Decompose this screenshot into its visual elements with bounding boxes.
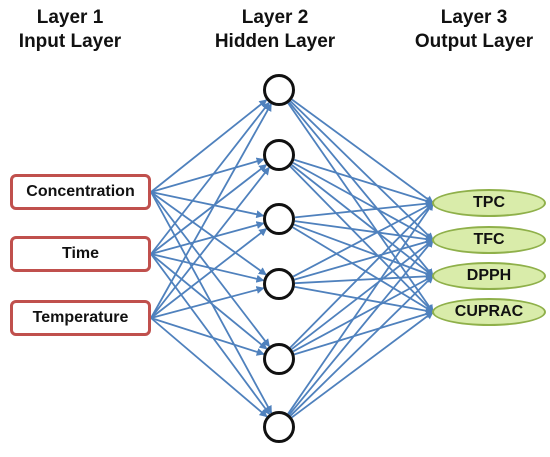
connection-arrow (150, 157, 265, 193)
connection-arrow (289, 275, 434, 417)
output-node-tpc: TPC (432, 189, 546, 217)
layer-1-subtitle: Input Layer (18, 31, 122, 52)
layer-3-header: Layer 3 Output Layer (398, 6, 550, 54)
output-node-cuprac: CUPRAC (432, 298, 546, 326)
connection-arrow (150, 228, 268, 319)
hidden-node (263, 268, 295, 300)
connection-arrow (289, 165, 434, 313)
layer-3-subtitle: Output Layer (414, 31, 534, 52)
connection-arrow (294, 272, 434, 285)
layer-1-header: Layer 1 Input Layer (0, 6, 140, 54)
connection-arrow (294, 310, 434, 356)
connection-arrow (150, 191, 270, 348)
connection-arrow (150, 317, 265, 356)
connection-arrow (150, 191, 267, 276)
connection-arrow (292, 202, 434, 278)
connection-arrow (150, 317, 268, 418)
connection-arrow (289, 202, 434, 349)
connection-arrow (150, 221, 265, 255)
connection-arrow (291, 98, 434, 204)
connection-arrow (287, 202, 434, 415)
connection-arrow (292, 161, 434, 241)
hidden-node (263, 343, 295, 375)
connection-arrow (150, 164, 268, 255)
connection-arrow (294, 158, 434, 205)
output-node-dpph: DPPH (432, 262, 546, 290)
connection-arrow (150, 253, 268, 350)
connection-arrow (150, 99, 268, 193)
connection-arrow (150, 191, 265, 219)
layer-2-header: Layer 2 Hidden Layer (200, 6, 350, 54)
connection-arrow (294, 199, 434, 219)
connection-arrow (150, 286, 265, 319)
connection-arrow (287, 102, 434, 313)
connection-arrow (150, 253, 271, 415)
hidden-node (263, 203, 295, 235)
connection-arrow (291, 239, 434, 350)
input-node-time: Time (10, 236, 151, 272)
connection-arrow (289, 100, 434, 241)
connection-arrow (150, 103, 272, 319)
layer-3-name: Layer 3 (440, 7, 508, 28)
connection-arrow (294, 238, 434, 281)
hidden-node (263, 139, 295, 171)
connection-arrow (294, 285, 434, 315)
connection-arrow (291, 311, 434, 419)
connection-arrow (150, 166, 270, 319)
connection-arrow (150, 101, 270, 255)
hidden-node (263, 411, 295, 443)
input-node-temperature: Temperature (10, 300, 151, 336)
layer-2-subtitle: Hidden Layer (214, 31, 336, 52)
hidden-node (263, 74, 295, 106)
input-node-concentration: Concentration (10, 174, 151, 210)
connection-arrow (150, 253, 265, 283)
output-node-tfc: TFC (432, 226, 546, 254)
layer-2-name: Layer 2 (241, 7, 309, 28)
connection-arrow (292, 275, 434, 353)
layer-1-name: Layer 1 (36, 7, 104, 28)
connection-arrow (288, 239, 434, 416)
